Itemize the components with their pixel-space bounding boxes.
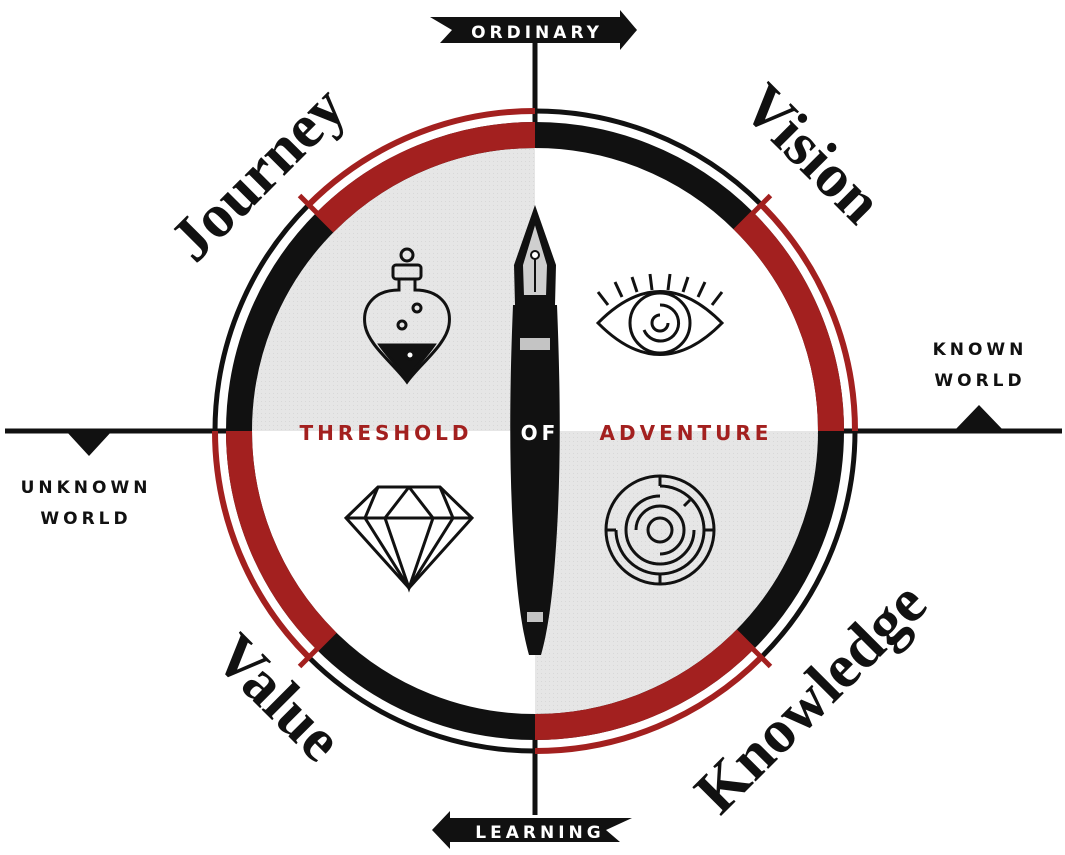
- unknown-world-label-line1: UNKNOWN: [21, 478, 152, 498]
- unknown-world-marker: [66, 431, 112, 456]
- bottom-banner-label: LEARNING: [475, 823, 604, 843]
- bottom-banner: LEARNING: [432, 811, 632, 849]
- known-world-marker: [954, 405, 1004, 431]
- top-banner-label: ORDINARY: [471, 23, 603, 43]
- known-world-label-line1: KNOWN: [933, 340, 1028, 360]
- threshold-label-right: ADVENTURE: [600, 421, 773, 445]
- known-world-label-line2: WORLD: [934, 371, 1025, 391]
- unknown-world-label-line2: WORLD: [40, 509, 131, 529]
- threshold-label-middle: OF: [521, 421, 560, 445]
- threshold-label-left: THRESHOLD: [300, 421, 473, 445]
